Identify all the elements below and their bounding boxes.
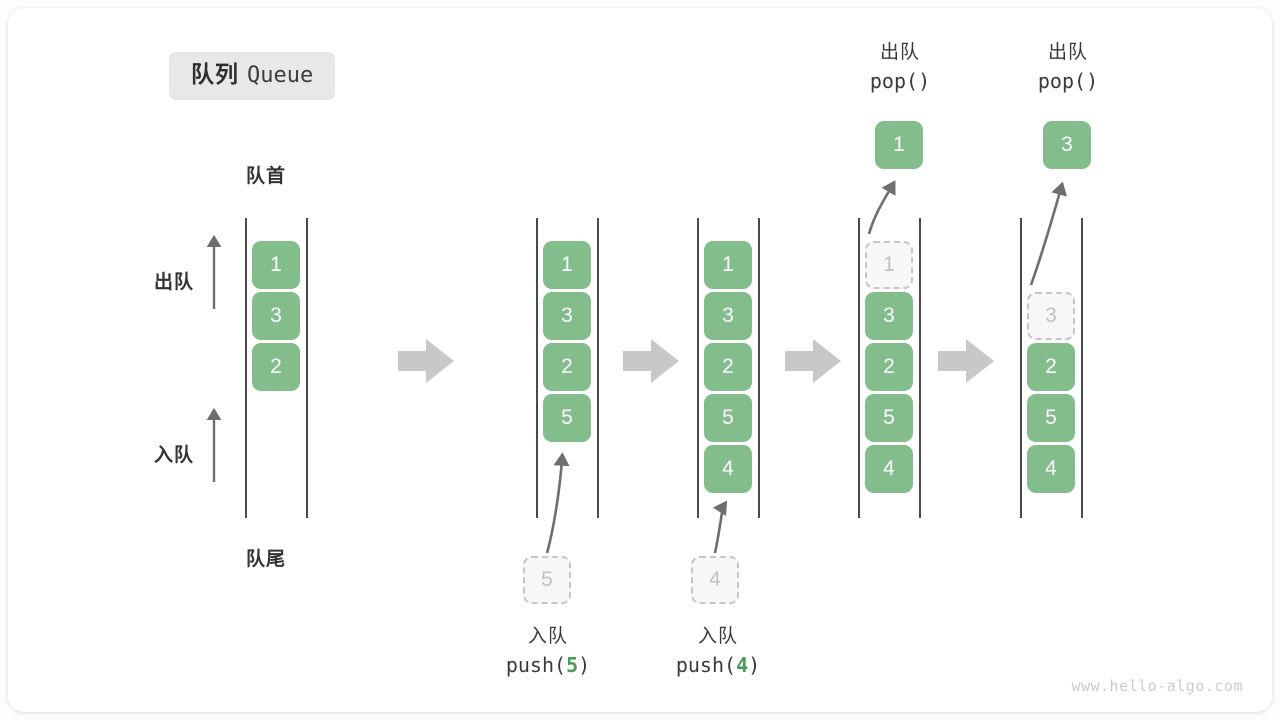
- incoming-element-ghost: 5: [523, 556, 571, 604]
- push-4-arg: 4: [736, 652, 749, 677]
- popped-element: 3: [1043, 121, 1091, 169]
- front-label: 队首: [246, 166, 287, 187]
- queue-rail-right-1: [306, 218, 308, 518]
- queue-element: 4: [1027, 445, 1075, 493]
- push-5-label-code: push(5): [448, 651, 648, 680]
- queue-element: 3: [865, 292, 913, 340]
- popped-element: 1: [875, 121, 923, 169]
- pop-1-label-code: pop(): [800, 67, 1000, 96]
- queue-element: 5: [704, 394, 752, 442]
- push-4-label: 入队 push(4): [618, 623, 818, 680]
- queue-rail-left-5: [1020, 218, 1022, 518]
- queue-element: 1: [704, 241, 752, 289]
- push-4-fn: push(: [675, 652, 737, 677]
- pop-1-fn: pop(: [869, 68, 919, 93]
- queue-element: 2: [865, 343, 913, 391]
- queue-element: 4: [865, 445, 913, 493]
- pop-3-label: 出队 pop(): [968, 39, 1168, 96]
- queue-element-new: 4: [704, 445, 752, 493]
- title-en: Queue: [247, 63, 314, 88]
- queue-rail-left-2: [536, 218, 538, 518]
- vacated-slot-ghost: 3: [1027, 292, 1075, 340]
- pop-3-fn: pop(: [1037, 68, 1087, 93]
- vacated-slot-ghost: 1: [865, 241, 913, 289]
- step-arrow-3: [785, 339, 841, 383]
- queue-rail-left-3: [697, 218, 699, 518]
- step-arrow-4: [938, 339, 994, 383]
- queue-rail-right-4: [919, 218, 921, 518]
- queue-element: 3: [704, 292, 752, 340]
- pop-1-arrow: [867, 180, 896, 235]
- push-4-fn-close: ): [748, 652, 761, 677]
- pop-3-fn-close: ): [1086, 68, 1099, 93]
- push-5-arrow: [545, 452, 570, 554]
- pop-3-label-cn: 出队: [1047, 42, 1088, 63]
- push-4-arrow: [712, 500, 728, 554]
- step-arrow-2: [623, 339, 679, 383]
- dequeue-side-label: 出队: [154, 272, 195, 293]
- push-5-arg: 5: [566, 652, 579, 677]
- pop-3-arrow: [1029, 181, 1067, 286]
- diagram-card: 队列 Queue 队首 队尾 出队 入队 1 3 2 1 3 2 5 5 入队 p…: [8, 8, 1272, 712]
- push-5-label: 入队 push(5): [448, 623, 648, 680]
- push-5-label-cn: 入队: [527, 626, 568, 647]
- push-5-fn-close: ): [578, 652, 591, 677]
- incoming-element-ghost: 4: [691, 556, 739, 604]
- queue-element: 1: [252, 241, 300, 289]
- queue-element: 2: [704, 343, 752, 391]
- queue-element: 1: [543, 241, 591, 289]
- queue-rail-left-4: [858, 218, 860, 518]
- queue-element: 2: [543, 343, 591, 391]
- queue-rail-right-3: [758, 218, 760, 518]
- rear-label: 队尾: [246, 549, 287, 570]
- push-4-label-code: push(4): [618, 651, 818, 680]
- queue-element: 5: [865, 394, 913, 442]
- queue-element: 2: [252, 343, 300, 391]
- push-5-fn: push(: [505, 652, 567, 677]
- step-arrow-1: [398, 339, 454, 383]
- queue-element: 3: [543, 292, 591, 340]
- push-4-label-cn: 入队: [697, 626, 738, 647]
- title-badge: 队列 Queue: [169, 52, 336, 100]
- pop-1-fn-close: ): [918, 68, 931, 93]
- pop-3-label-code: pop(): [968, 67, 1168, 96]
- queue-element: 3: [252, 292, 300, 340]
- queue-rail-left-1: [245, 218, 247, 518]
- queue-element: 5: [1027, 394, 1075, 442]
- queue-rail-right-2: [597, 218, 599, 518]
- title-cn: 队列: [191, 61, 239, 87]
- queue-element: 2: [1027, 343, 1075, 391]
- queue-rail-right-5: [1081, 218, 1083, 518]
- pop-1-label: 出队 pop(): [800, 39, 1000, 96]
- queue-element-new: 5: [543, 394, 591, 442]
- enqueue-side-label: 入队: [154, 445, 195, 466]
- pop-1-label-cn: 出队: [879, 42, 920, 63]
- watermark: www.hello-algo.com: [1071, 677, 1243, 695]
